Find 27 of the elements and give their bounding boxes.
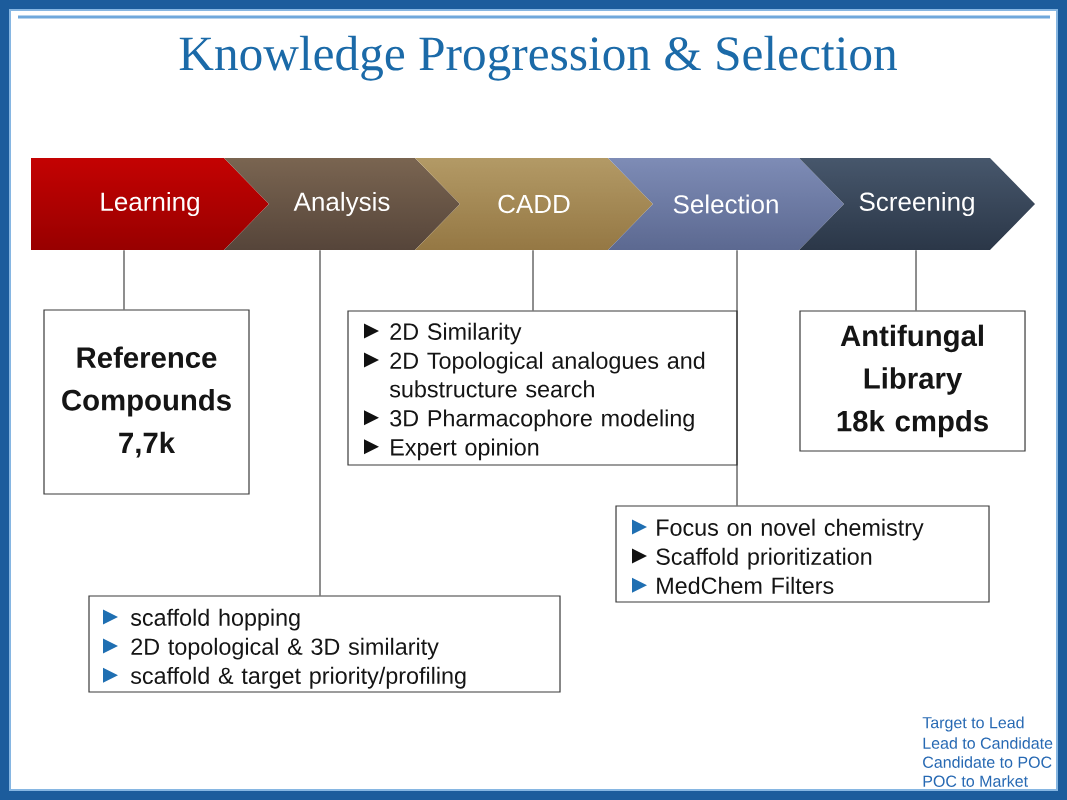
- chevron: CADD: [498, 194, 570, 214]
- list-item: MedChem Filters: [657, 576, 834, 594]
- connector-line: [736, 249, 738, 506]
- tagline-text: Candidate to POC: [923, 756, 1052, 768]
- list-item: Focus on novel chemistry: [657, 518, 924, 541]
- connector-line: [319, 249, 321, 596]
- chevron: Screening: [859, 191, 974, 217]
- list-item: 2D Similarity: [390, 322, 522, 345]
- list-item: scaffold hopping: [130, 608, 300, 631]
- chevron: Learning: [101, 191, 199, 217]
- list-item: Expert opinion: [391, 438, 539, 461]
- text-box: Reference Compounds 7,7k: [43, 309, 250, 495]
- title: Knowledge Progression & Selection: [179, 35, 897, 81]
- tagline-text: POC to Market: [923, 775, 1028, 787]
- chevron: Analysis: [293, 191, 390, 217]
- connector-line: [532, 249, 534, 311]
- tagline-text: Lead to Candidate: [923, 737, 1053, 749]
- list-item: Scaffold prioritization: [656, 547, 872, 570]
- connector-line: [123, 249, 125, 310]
- connector-line: [915, 249, 917, 311]
- tagline-text: Target to Lead: [922, 716, 1024, 732]
- list-item: 2D Topological analogues and substructure search: [389, 351, 705, 398]
- chevron: Selection: [673, 194, 778, 214]
- list-item: 2D topological & 3D similarity: [131, 637, 439, 660]
- text-box: Antifungal Library 18k cmpds: [799, 310, 1026, 452]
- list-item: scaffold & target priority/profiling: [130, 666, 466, 689]
- list-item: 3D Pharmacophore modeling: [390, 409, 694, 432]
